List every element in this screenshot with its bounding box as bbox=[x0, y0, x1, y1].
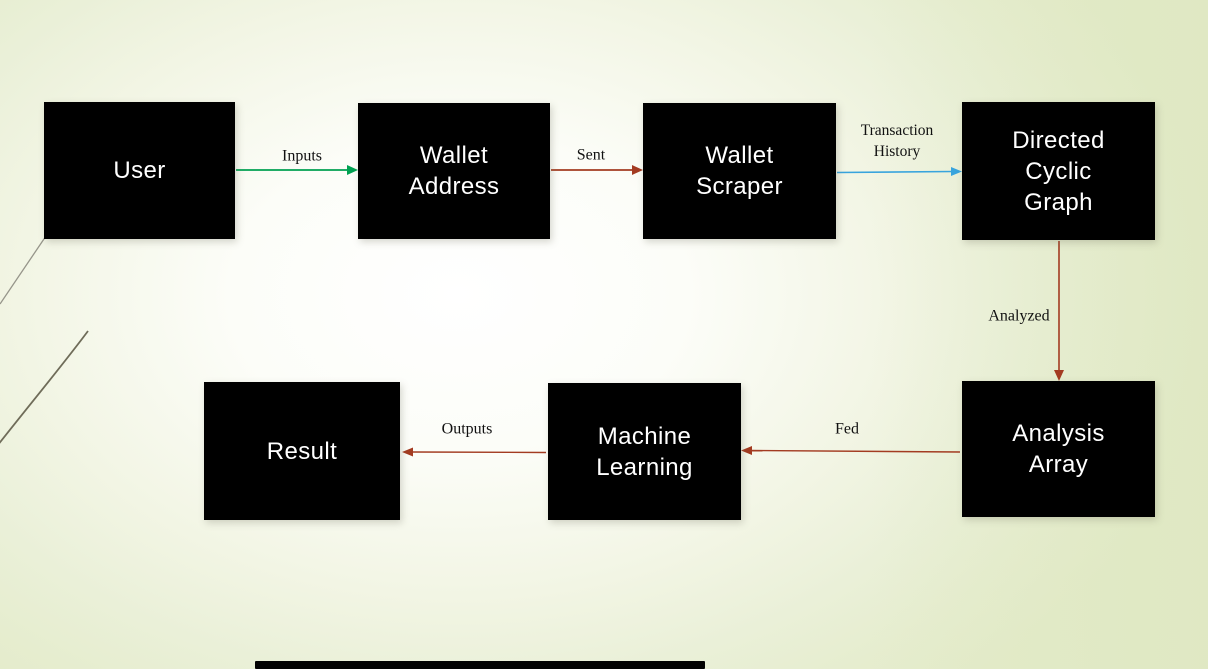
edge-inputs bbox=[236, 165, 358, 175]
node-analysis-array[interactable]: Analysis Array bbox=[962, 381, 1155, 517]
accent-line-short bbox=[0, 235, 47, 305]
node-machine-learning[interactable]: Machine Learning bbox=[548, 383, 741, 520]
edge-fed-arrowhead bbox=[741, 446, 752, 455]
edge-analyzed-arrowhead bbox=[1054, 370, 1064, 381]
accent-line-curved bbox=[0, 330, 89, 444]
edge-transaction-history-arrowhead bbox=[951, 167, 962, 176]
edge-label-inputs: Inputs bbox=[282, 147, 322, 165]
node-wallet-address-label: Wallet Address bbox=[408, 142, 500, 200]
node-directed-cyclic-graph-label: Directed Cyclic Graph bbox=[1012, 126, 1105, 216]
edge-outputs bbox=[402, 447, 547, 457]
edge-label-fed: Fed bbox=[835, 420, 859, 438]
node-machine-learning-label: Machine Learning bbox=[596, 422, 693, 481]
edge-label-sent: Sent bbox=[576, 146, 606, 164]
edge-transaction-history bbox=[836, 167, 962, 176]
node-directed-cyclic-graph[interactable]: Directed Cyclic Graph bbox=[962, 102, 1155, 240]
edge-sent bbox=[551, 165, 643, 175]
node-wallet-scraper-label: Wallet Scraper bbox=[696, 142, 783, 200]
edge-analyzed bbox=[1054, 241, 1064, 381]
edge-outputs-arrowhead bbox=[402, 447, 413, 457]
node-user-label: User bbox=[113, 157, 166, 184]
edge-label-analyzed: Analyzed bbox=[988, 307, 1050, 325]
bottom-bar bbox=[255, 661, 705, 669]
corner-accent-lines bbox=[0, 235, 89, 444]
node-result-label: Result bbox=[266, 437, 338, 465]
edge-label-transaction-history: Transaction History bbox=[860, 122, 934, 160]
node-wallet-address[interactable]: Wallet Address bbox=[358, 103, 550, 239]
node-analysis-array-label: Analysis Array bbox=[1012, 420, 1105, 478]
node-result[interactable]: Result bbox=[204, 382, 400, 520]
edge-label-outputs: Outputs bbox=[441, 420, 493, 438]
edge-inputs-arrowhead bbox=[347, 165, 358, 175]
edge-fed-line bbox=[750, 449, 961, 453]
node-user[interactable]: User bbox=[44, 102, 235, 239]
edge-transaction-history-line bbox=[836, 170, 954, 174]
edge-fed bbox=[741, 446, 961, 455]
edge-outputs-line bbox=[411, 451, 547, 454]
edge-sent-arrowhead bbox=[632, 165, 643, 175]
node-wallet-scraper[interactable]: Wallet Scraper bbox=[643, 103, 836, 239]
